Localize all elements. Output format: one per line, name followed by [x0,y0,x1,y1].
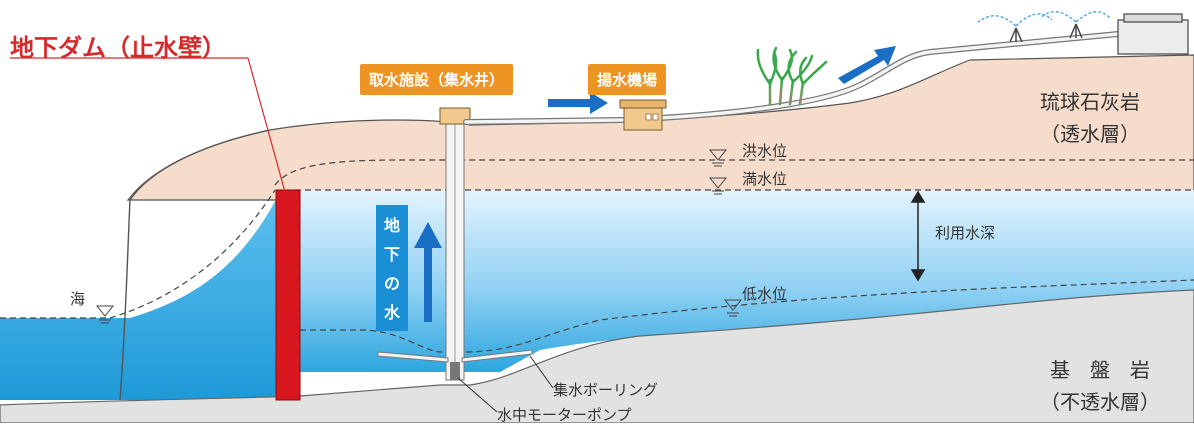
dam-cutoff-wall [275,189,301,401]
flood-level-line [274,159,1194,186]
collection-boring-left [377,351,449,363]
limestone-label-line2: （透水層） [1040,122,1140,146]
pipeline-inner [464,32,1120,124]
sugarcane-stalks [769,85,803,105]
limestone-label: 琉球石灰岩 （透水層） [1040,86,1140,150]
sea-level-symbol [95,305,115,324]
groundwater-char: 地 [383,216,400,235]
motor-leader-line [457,377,498,413]
sea-water [0,192,280,400]
coast-cliff-line [119,129,271,401]
flow-arrow-uphill [838,46,896,84]
submersible-pump-label: 水中モーターポンプ [497,406,632,424]
groundwater-up-arrow [414,222,442,322]
groundwater-char: の [383,274,400,293]
low-level-symbol [723,299,743,317]
groundwater-char: 下 [383,245,400,264]
bedrock-label: 基 盤 岩 （不透水層） [1040,354,1160,418]
bedrock-layer [0,289,1194,423]
pump-station-building [619,99,667,131]
collection-boring-right [461,349,533,363]
groundwater-body [295,190,1194,372]
limestone-label-line1: 琉球石灰岩 [1040,90,1140,114]
diagram-title: 地下ダム（止水壁） [10,34,226,62]
usable-depth-label: 利用水深 [935,224,996,242]
sprinklers [1009,23,1083,43]
groundwater-vertical-label: 地 下 の 水 [376,205,408,331]
sea-label: 海 [70,290,86,308]
intake-wellhead [439,107,471,125]
pump-station-label: 揚水機場 [588,64,667,95]
full-level-label: 満水位 [742,170,788,188]
bedrock-label-line2: （不透水層） [1040,390,1160,414]
bedrock-label-line1: 基 盤 岩 [1050,358,1150,382]
flow-arrow-to-pump-station [548,92,608,114]
sea-infiltration-line [109,189,276,319]
title-pointer-line [247,57,286,193]
sugarcane-plants [756,46,828,106]
groundwater-char: 水 [383,303,400,322]
collection-boring-label: 集水ボーリング [553,381,659,399]
flood-level-symbol [708,149,728,167]
usable-depth-arrow [910,190,926,282]
low-level-label: 低水位 [742,285,788,303]
submersible-pump-unit [450,362,460,380]
flood-level-label: 洪水位 [742,142,788,160]
sprinkler-spray [977,11,1111,27]
full-level-symbol [708,177,728,195]
low-level-line [300,279,1194,353]
boring-leader-line [529,355,554,389]
farm-water-tank [1117,13,1189,55]
intake-facility-label: 取水施設（集水井） [360,64,514,95]
